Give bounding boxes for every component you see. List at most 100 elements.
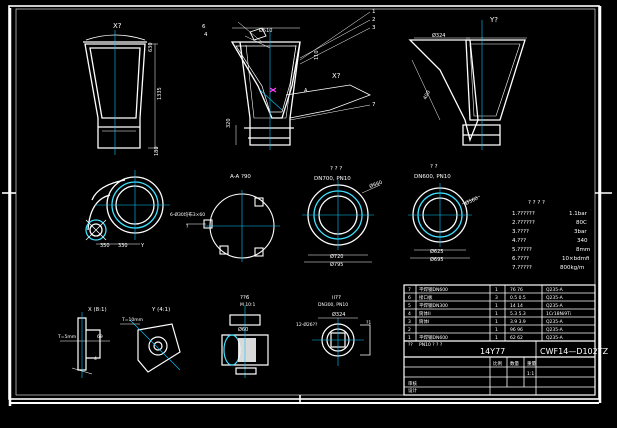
- bom-r7-no: 1: [408, 335, 411, 341]
- bom-r6-mat: Q235-A: [546, 327, 564, 333]
- dim-110: 110: [314, 50, 320, 60]
- flange-dn600: [408, 183, 481, 259]
- bom-r2-no: 6: [408, 295, 411, 301]
- bom-r3-name: 平焊钢DN300: [419, 302, 448, 309]
- callout-1: 1: [372, 9, 376, 15]
- spec-2-value: 80C: [576, 220, 587, 226]
- detail-x-label: X (8:1): [88, 307, 107, 313]
- bom-r2-mat: Q235-A: [546, 295, 564, 301]
- bom-r5-qty: 1: [495, 319, 498, 325]
- bom-header-name: PN10 ? ? ?: [419, 342, 443, 348]
- bom-r4-mat: 1Cr18Ni9Ti: [546, 311, 571, 317]
- dim-630: 630: [148, 42, 154, 52]
- designer-label: 设计: [408, 387, 417, 394]
- bom-r1-name: 平焊钢DN600: [419, 286, 448, 293]
- bom-r6-qty: 1: [495, 327, 498, 333]
- detail-x-d69: 69: [97, 334, 103, 340]
- spec-4-label: 4.???: [512, 238, 526, 244]
- drawing-number: CWF14—D102TZ: [540, 347, 609, 356]
- spec-3-value: 3bar: [574, 229, 587, 235]
- view-y-right-label: Y?: [489, 16, 498, 24]
- bom-r2-mass: 0.5 0.5: [510, 295, 526, 301]
- spec-5-label: 5.?????: [512, 247, 532, 253]
- dim-324: Ø324: [432, 32, 445, 39]
- qty-header: 数量: [510, 360, 519, 367]
- bom-r6-no: 2: [408, 327, 411, 333]
- dn600-label: DN600, PN10: [414, 174, 451, 180]
- view-y-right: [408, 20, 527, 150]
- bom-r1-qty: 1: [495, 287, 498, 293]
- bom-r5-name: 筒体I: [419, 318, 429, 325]
- bom-r5-no: 3: [408, 319, 411, 325]
- bom-r4-qty: 1: [495, 311, 498, 317]
- bom-r1-no: 7: [408, 287, 411, 293]
- view-front-label: X?: [332, 72, 341, 80]
- spec-7-label: 7.?????: [512, 265, 532, 271]
- bom-r4-name: 筒体II: [419, 310, 431, 317]
- section-flange-left: [85, 170, 170, 245]
- holes-note-marker: ?: [186, 224, 189, 230]
- bom-r6-mass: 96 96: [510, 327, 523, 333]
- bom-r3-mass: 14 14: [510, 303, 523, 309]
- spec-5-value: 8mm: [576, 247, 590, 253]
- bom-r7-name: 平焊钢DN600: [419, 334, 448, 341]
- callout-7: 7: [372, 102, 376, 108]
- section-aa-label: A-A ?90: [230, 174, 251, 180]
- dim-695: Ø695: [430, 256, 443, 263]
- specs-list: ? ? ? ? 1.?????? 1.1bar 2.?????? 80C 3.?…: [512, 200, 590, 271]
- dn700-label: DN700, PN10: [314, 176, 351, 182]
- bom-r7-mass: 62 62: [510, 335, 523, 341]
- dim-400: 400: [422, 90, 431, 101]
- bom-r1-mat: Q235-A: [546, 287, 564, 293]
- dim-720: Ø720: [330, 253, 343, 260]
- bom-r5-mass: 3.9 3.9: [510, 319, 526, 325]
- holes-note: 6-Ø30均布3×60: [170, 211, 205, 218]
- callout-4: 4: [204, 32, 208, 38]
- spec-6-value: 10×bdmfi: [562, 256, 589, 262]
- project-code: 14Y77: [480, 347, 505, 356]
- bom-r4-no: 4: [408, 311, 411, 317]
- dim-350: 350: [100, 243, 110, 249]
- dim-a: A: [304, 88, 308, 94]
- dim-510: Ø510: [259, 27, 272, 34]
- view-x-left-label: X?: [113, 22, 122, 30]
- mass-header: 重量: [527, 360, 536, 367]
- detail-x: [60, 312, 110, 378]
- dim-625: Ø625: [430, 248, 443, 255]
- callout-2: 2: [372, 17, 376, 23]
- bom-header-no: ??: [408, 342, 413, 348]
- spec-6-label: 6.????: [512, 256, 529, 262]
- dim-660: Ø660: [368, 179, 383, 190]
- title-block: [403, 284, 596, 396]
- view-front: [230, 11, 371, 150]
- specs-header: ? ? ? ?: [528, 200, 545, 206]
- detail-right-dim2: ?1: [366, 320, 371, 326]
- bom-r4-mass: 5.3 5.3: [510, 311, 526, 317]
- bom-r3-qty: 1: [495, 303, 498, 309]
- dim-y: Y: [140, 243, 145, 249]
- scale-value: 1:1: [527, 371, 534, 377]
- detail-right-holes: 12-Ø26??: [296, 321, 318, 328]
- detail-y: [120, 319, 181, 373]
- spec-4-value: 340: [577, 238, 588, 244]
- detail-right-dim: Ø324: [332, 311, 345, 318]
- dn600-q: ? ?: [430, 164, 438, 170]
- dim-320: 320: [226, 118, 232, 128]
- spec-3-label: 3.????: [512, 229, 529, 235]
- detail-flange-right: [312, 317, 371, 366]
- spec-2-label: 2.??????: [512, 220, 535, 226]
- detail-mid-scale: M 10:1: [240, 302, 256, 308]
- dim-1335: 1335: [157, 87, 163, 100]
- detail-right-sub: DN300, PN10: [318, 302, 348, 308]
- spec-1-label: 1.??????: [512, 211, 535, 217]
- detail-x-t5: T=5mm: [57, 334, 76, 340]
- dim-795: Ø795: [330, 261, 343, 268]
- bom-r3-no: 5: [408, 303, 411, 309]
- detail-right-label: ii??: [332, 295, 341, 301]
- detail-mid: [221, 305, 269, 378]
- reviewer-label: 审核: [408, 380, 417, 387]
- bom-r1-mass: 76 76: [510, 287, 523, 293]
- dim-180: 180: [154, 146, 160, 156]
- callout-6: 6: [202, 24, 206, 30]
